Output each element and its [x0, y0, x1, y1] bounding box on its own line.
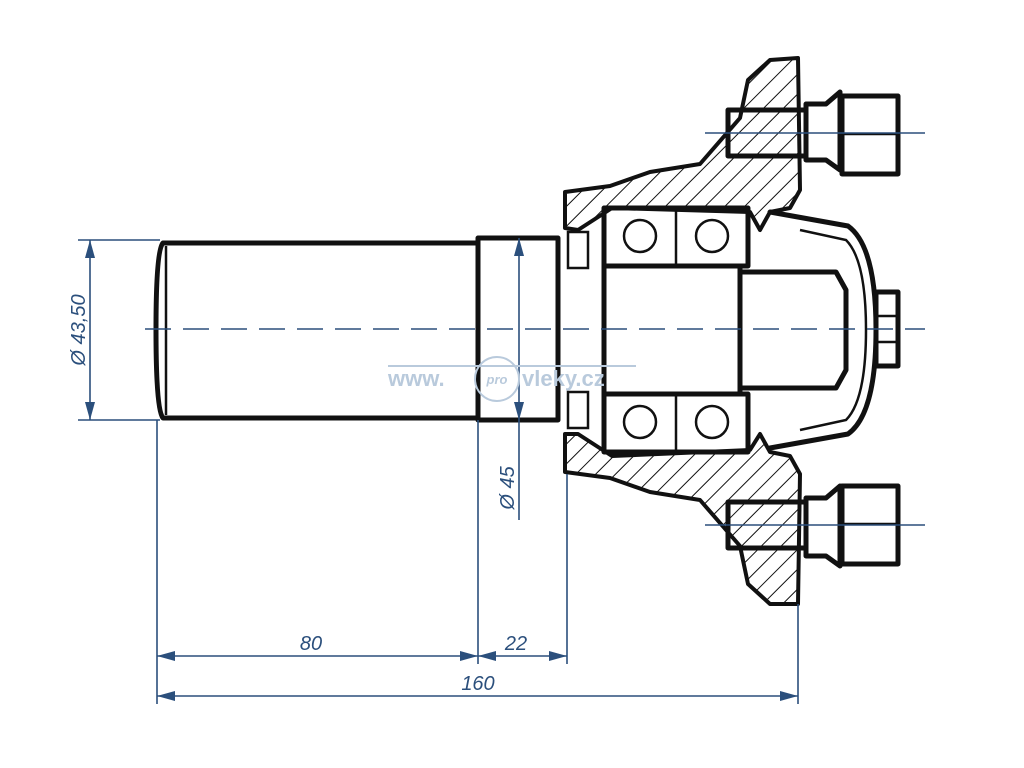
dimension-length-collar: 22 — [478, 633, 567, 661]
dimension-length-total: 160 — [157, 673, 798, 701]
dimension-label-collar-diameter: Ø 45 — [497, 465, 519, 510]
seal-left — [566, 230, 590, 430]
dimension-length-shaft: 80 — [157, 633, 478, 661]
dimension-label-length-collar: 22 — [504, 633, 527, 655]
watermark-prefix: www. — [387, 366, 445, 391]
lower-bearing — [601, 391, 751, 455]
upper-bearing — [601, 205, 751, 269]
center-lines — [145, 132, 925, 526]
hub-housing — [563, 56, 802, 606]
dimension-label-length-shaft: 80 — [300, 633, 322, 655]
dimension-label-length-total: 160 — [461, 673, 494, 695]
wheel-bolt-upper — [725, 89, 901, 177]
watermark-badge: pro — [486, 372, 508, 387]
watermark: www. pro vleky.cz — [387, 356, 636, 402]
axle-shaft — [153, 240, 481, 421]
dimension-label-shaft-diameter: Ø 43,50 — [68, 294, 90, 366]
hub-cap — [767, 209, 879, 451]
axle-collar — [475, 235, 561, 423]
watermark-suffix: vleky.cz — [522, 366, 605, 391]
spindle-inner — [601, 263, 849, 397]
dimension-diameter-shaft: Ø 43,50 — [68, 239, 160, 421]
